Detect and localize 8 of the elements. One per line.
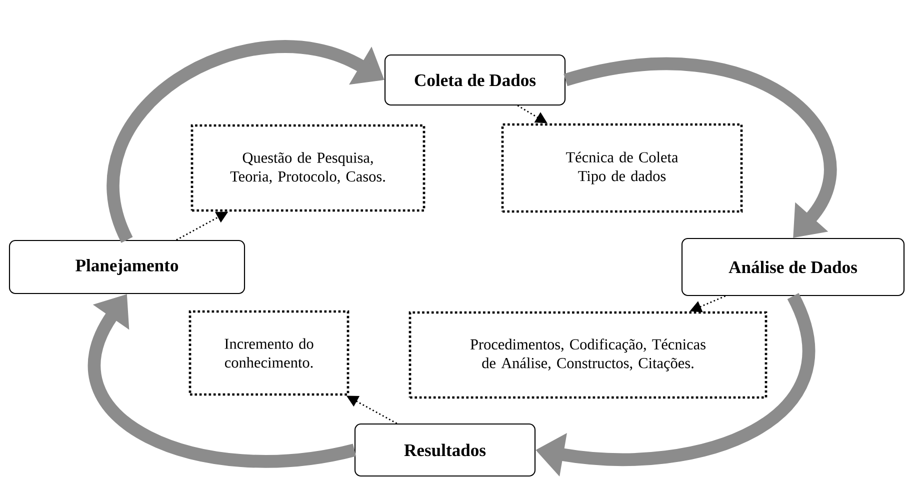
- stage-box: Coleta de Dados: [384, 54, 566, 106]
- stage-box: Planejamento: [8, 240, 246, 294]
- info-box: Questão de Pesquisa, Teoria, Protocolo, Casos.: [190, 124, 426, 212]
- info-box: Técnica de Coleta Tipo de dados: [501, 123, 743, 213]
- info-box: Procedimentos, Codificação, Técnicas de Análise, Constructos, Citações.: [408, 311, 768, 399]
- info-box: Incremento do conhecimento.: [188, 310, 350, 396]
- stage-box: Análise de Dados: [681, 238, 905, 296]
- stage-box: Resultados: [354, 423, 536, 477]
